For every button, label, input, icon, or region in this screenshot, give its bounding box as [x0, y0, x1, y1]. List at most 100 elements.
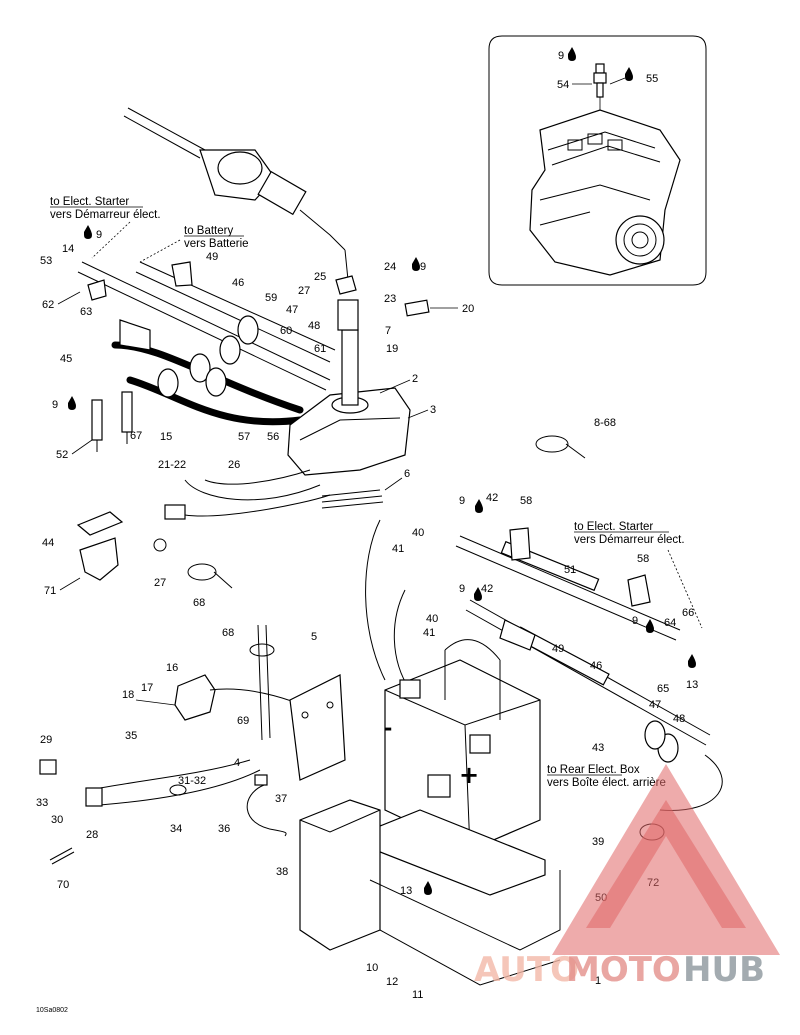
callout: 12 [386, 976, 398, 988]
callout: 27 [154, 577, 166, 589]
callout: 29 [40, 734, 52, 746]
harness-21-22 [153, 469, 331, 552]
callout: 11 [412, 989, 423, 1001]
pin-70 [49, 847, 75, 865]
callout: 55 [646, 73, 658, 85]
drive-cable-assembly [123, 107, 349, 281]
callout: 42 [481, 583, 493, 595]
callout: 24 [384, 261, 396, 273]
watermark-text-hub: HUB [683, 950, 765, 990]
callout: 69 [237, 715, 249, 727]
watermark-triangle [552, 764, 780, 955]
svg-text:to Battery: to Battery [184, 225, 233, 237]
destination-battery: to Battery vers Batterie [139, 225, 249, 263]
callout: 56 [267, 431, 279, 443]
callout: 18 [122, 689, 134, 701]
callout: 27 [298, 285, 310, 297]
callout: 30 [51, 814, 63, 826]
spark-plugs [91, 391, 133, 452]
callout: 25 [314, 271, 326, 283]
callout: 33 [36, 797, 48, 809]
svg-text:vers Démarreur élect.: vers Démarreur élect. [50, 209, 161, 221]
callout: 20 [462, 303, 474, 315]
parts-44-71 [76, 511, 124, 581]
callout: 36 [218, 823, 230, 835]
callout: 9 [420, 261, 426, 273]
callout: 68 [222, 627, 234, 639]
droplet-icon [424, 881, 432, 895]
oil-reservoir [287, 275, 430, 476]
svg-text:vers Démarreur élect.: vers Démarreur élect. [574, 534, 685, 546]
callout: 66 [682, 607, 694, 619]
grommet-6 [321, 489, 384, 509]
callout: 13 [686, 679, 698, 691]
callout: 40 [412, 527, 424, 539]
droplet-icon [475, 499, 483, 513]
callout: 7 [385, 325, 391, 337]
droplet-icon [412, 257, 420, 271]
callout: 8-68 [594, 417, 616, 429]
callout: 41 [392, 543, 404, 555]
callout: 65 [657, 683, 669, 695]
clamp-8-68 [535, 435, 586, 459]
callout: 61 [314, 343, 326, 355]
engine-inset [488, 35, 707, 286]
callout: 57 [238, 431, 250, 443]
callout: 9 [96, 229, 102, 241]
droplet-icon [84, 225, 92, 239]
terminal-positive: + [459, 761, 479, 789]
callout: 31-32 [178, 775, 206, 787]
harness-31-32 [39, 759, 261, 807]
callout: 21-22 [158, 459, 186, 471]
callout: 2 [412, 373, 418, 385]
callout: 53 [40, 255, 52, 267]
callout: 46 [232, 277, 244, 289]
callout: 9 [459, 583, 465, 595]
droplet-icon [688, 654, 696, 668]
callout: 44 [42, 537, 54, 549]
callout: 38 [276, 866, 288, 878]
battery-tray [299, 799, 561, 986]
callout: 19 [386, 343, 398, 355]
callout: 17 [141, 682, 153, 694]
callout: 43 [592, 742, 604, 754]
callout: 60 [280, 325, 292, 337]
callout: 40 [426, 613, 438, 625]
callout: 23 [384, 293, 396, 305]
callout: 41 [423, 627, 435, 639]
callout: 52 [56, 449, 68, 461]
callout: 1 [595, 975, 601, 987]
svg-text:vers Batterie: vers Batterie [184, 238, 249, 250]
callout: 10 [366, 962, 378, 974]
watermark-logo: AUTO MOTO HUB [474, 764, 780, 990]
callout: 45 [60, 353, 72, 365]
callout: 9 [558, 50, 564, 62]
terminal-negative: - [384, 716, 392, 740]
callout: 42 [486, 492, 498, 504]
destination-elec-starter-top: to Elect. Starter vers Démarreur élect. [50, 196, 161, 259]
callout: 46 [590, 660, 602, 672]
callout: 15 [160, 431, 172, 443]
cable-bundle-upper [77, 261, 336, 426]
callout: 16 [166, 662, 178, 674]
callout: 68 [193, 597, 205, 609]
callout: 39 [592, 836, 604, 848]
callout: 67 [130, 430, 142, 442]
svg-text:vers Boîte élect. arrière: vers Boîte élect. arrière [547, 777, 666, 789]
destination-elec-starter-right: to Elect. Starter vers Démarreur élect. [574, 521, 703, 629]
callout: 9 [52, 399, 58, 411]
engine-block [529, 109, 681, 276]
callout: 49 [552, 643, 564, 655]
watermark-text-moto: MOTO [566, 950, 681, 990]
callout: 64 [664, 617, 676, 629]
callout: 13 [400, 885, 412, 897]
droplet-icon [625, 67, 633, 81]
svg-text:to Elect. Starter: to Elect. Starter [50, 196, 129, 208]
callout: 54 [557, 79, 569, 91]
battery [384, 639, 541, 851]
callout: 47 [286, 304, 298, 316]
mount-plate-5 [249, 624, 346, 781]
sensor-54 [593, 63, 607, 110]
callout: 59 [265, 292, 277, 304]
